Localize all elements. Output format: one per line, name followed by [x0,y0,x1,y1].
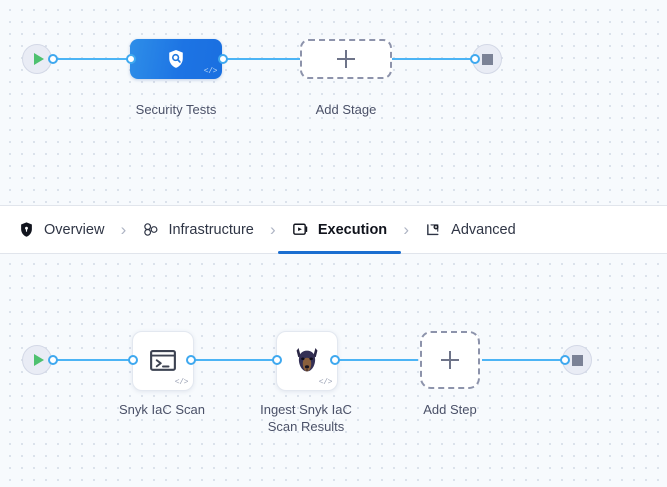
stage-node-security-tests[interactable]: </> [130,39,222,79]
stage-graph-canvas[interactable]: </> Security Tests Add Stage [0,0,667,205]
stage-pipeline-start-node[interactable] [22,44,52,74]
snyk-doberman-icon [296,348,318,372]
play-icon [33,53,44,65]
edge-snyk-scan-to-ingest [190,359,278,361]
stop-icon [571,354,583,366]
code-badge: </> [203,67,218,76]
port-security-tests-input[interactable] [126,54,136,64]
stop-icon [481,53,493,65]
plus-icon [337,50,355,68]
cluster-nodes-icon [144,223,158,236]
edge-add-step-to-end [482,359,566,361]
tab-label-infrastructure: Infrastructure [168,221,254,238]
tab-infrastructure[interactable]: Infrastructure [140,206,255,254]
port-end-input[interactable] [470,54,480,64]
edge-add-stage-to-end [390,58,476,60]
tab-label-advanced: Advanced [451,221,516,238]
step-label-snyk-iac-scan: Snyk IaC Scan [119,402,205,417]
add-stage-label: Add Stage [315,102,377,117]
tab-overview[interactable]: Overview [16,206,106,254]
stage-label-security-tests: Security Tests [135,102,217,117]
tab-separator-2: › [270,220,276,239]
tab-advanced[interactable]: Advanced [423,206,518,254]
tab-execution[interactable]: Execution [277,206,402,254]
add-step-label: Add Step [423,402,477,417]
step-pipeline-start-node[interactable] [22,345,52,375]
step-label-ingest-snyk-results: Ingest Snyk IaC Scan Results [260,402,352,434]
play-box-icon [292,223,308,235]
terminal-icon [150,349,176,371]
tab-label-overview: Overview [44,221,105,238]
shield-search-icon [169,50,183,68]
tab-separator-1: › [120,220,127,239]
edge-start-to-security-tests [52,58,130,60]
edge-security-tests-to-add-stage [222,58,302,60]
port-ingest-input[interactable] [272,355,282,365]
add-stage-button[interactable] [300,39,392,79]
gear-box-icon [427,224,439,236]
code-badge: </> [318,378,333,387]
port-snyk-scan-output[interactable] [186,355,196,365]
step-graph-canvas[interactable]: </> Snyk IaC Scan </> Ingest Snyk IaC Sc… [0,254,667,487]
edge-start-to-snyk-scan [52,359,134,361]
port-snyk-scan-input[interactable] [128,355,138,365]
add-step-button[interactable] [420,331,480,389]
tab-label-execution: Execution [317,221,388,238]
step-node-snyk-iac-scan[interactable]: </> [132,331,194,391]
edge-ingest-to-add-step [334,359,418,361]
play-icon [33,354,44,366]
port-security-tests-output[interactable] [218,54,228,64]
code-badge: </> [174,378,189,387]
shield-icon [21,222,32,237]
port-step-start-output[interactable] [48,355,58,365]
port-start-output[interactable] [48,54,58,64]
port-step-end-input[interactable] [560,355,570,365]
tab-separator-3: › [403,220,409,239]
plus-icon [441,351,459,369]
pipeline-section-tabs[interactable]: Overview › Infrastructure › Execution › [0,205,667,254]
port-ingest-output[interactable] [330,355,340,365]
step-node-ingest-snyk-results[interactable]: </> [276,331,338,391]
